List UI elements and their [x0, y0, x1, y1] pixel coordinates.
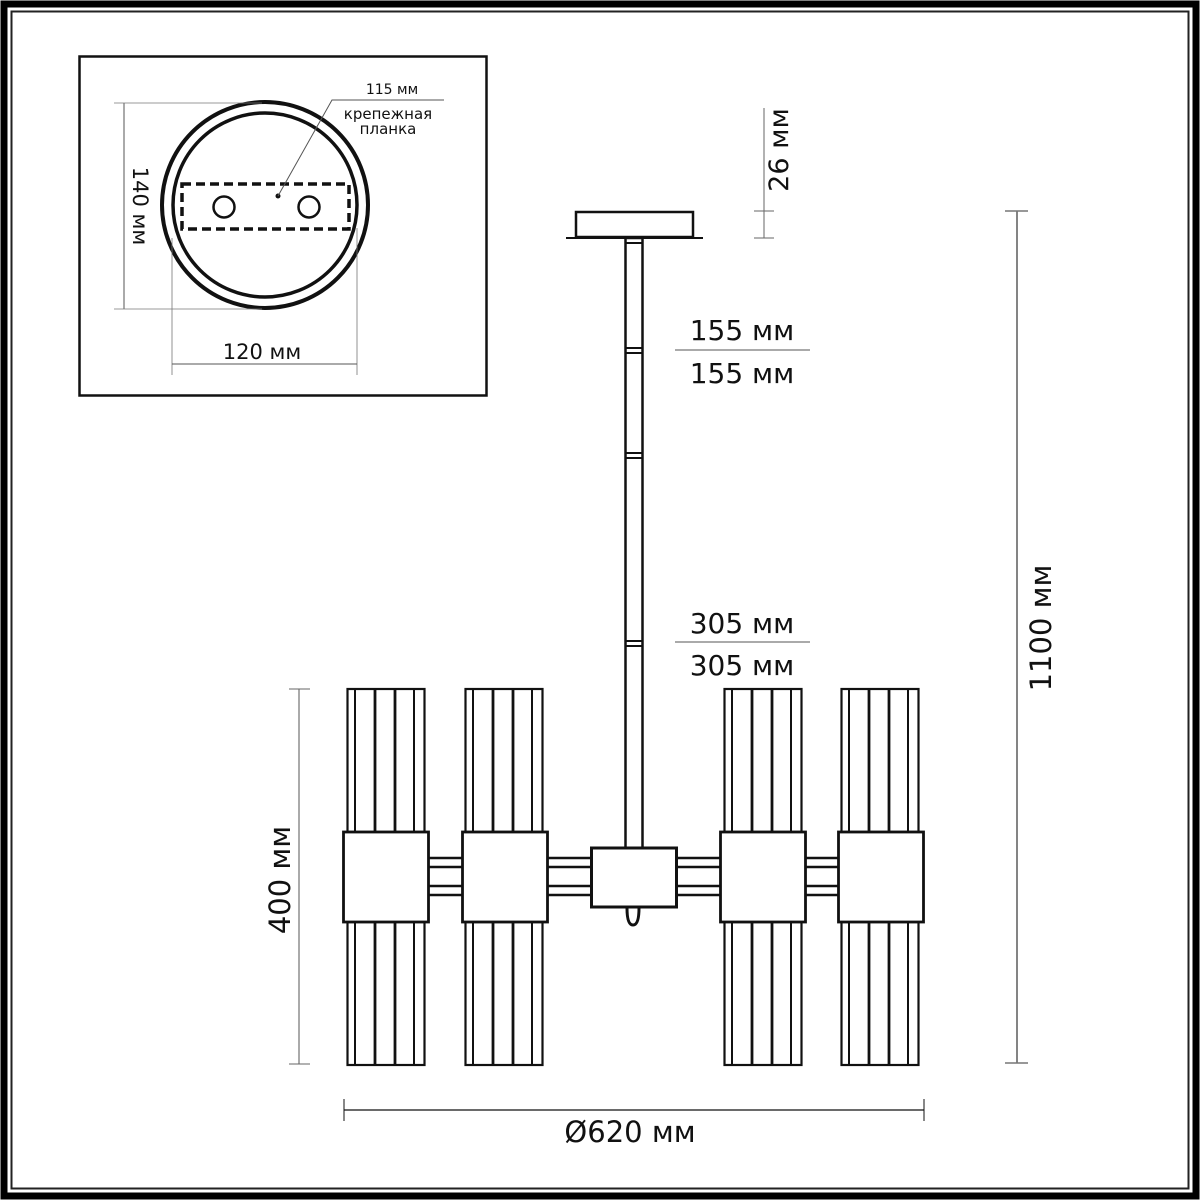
lamp-block — [461, 830, 549, 924]
screw-hole-left — [212, 195, 236, 219]
inset-height-label: 140 мм — [128, 167, 152, 245]
upper-fluted-shade — [840, 687, 920, 834]
lower-fluted-shade — [723, 920, 803, 1067]
lamp-unit-2 — [461, 687, 549, 1067]
rod-segment-1-top-label: 155 мм — [690, 314, 795, 347]
lamp-unit-4 — [837, 687, 925, 1067]
canopy-inner-circle — [171, 111, 359, 299]
canopy-height-label: 26 мм — [764, 108, 795, 192]
upper-fluted-shade — [464, 687, 544, 834]
mounting-plate-dashed — [180, 182, 351, 231]
lamp-units — [342, 687, 925, 1067]
diameter-dimension — [343, 1099, 925, 1121]
horizontal-arms — [429, 856, 838, 897]
canopy-outer-circle — [160, 100, 370, 310]
lamp-block — [342, 830, 430, 924]
lamp-unit-1 — [342, 687, 430, 1067]
plate-name-label-2: планка — [360, 120, 417, 138]
plate-size-label: 115 мм — [366, 82, 418, 98]
shade-height-dimension — [289, 688, 310, 1065]
mounting-plate-inset — [78, 55, 488, 397]
lower-fluted-shade — [346, 920, 426, 1067]
plate-name-label-1: крепежная — [344, 105, 432, 123]
rod-segment-2-bottom-label: 305 мм — [690, 649, 795, 682]
inset-width-label: 120 мм — [223, 340, 301, 364]
lamp-unit-3 — [719, 687, 807, 1067]
rod-segment-2-top-label: 305 мм — [690, 607, 795, 640]
canopy-height-dimension — [754, 108, 774, 239]
rod-segment-1-bottom-label: 155 мм — [690, 357, 795, 390]
upper-fluted-shade — [723, 687, 803, 834]
plate-leader-line — [277, 99, 444, 197]
lower-fluted-shade — [840, 920, 920, 1067]
lamp-block — [837, 830, 925, 924]
upper-fluted-shade — [346, 687, 426, 834]
central-hub — [590, 846, 678, 927]
suspension-rod — [624, 236, 644, 850]
lower-fluted-shade — [464, 920, 544, 1067]
shade-height-label: 400 мм — [263, 826, 297, 934]
hub-hook — [625, 907, 641, 927]
screw-hole-right — [297, 195, 321, 219]
total-height-dimension — [1005, 210, 1028, 1064]
diameter-label: Ø620 мм — [564, 1115, 695, 1149]
total-height-label: 1100 мм — [1024, 565, 1058, 692]
lamp-block — [719, 830, 807, 924]
ceiling-canopy — [566, 210, 703, 239]
